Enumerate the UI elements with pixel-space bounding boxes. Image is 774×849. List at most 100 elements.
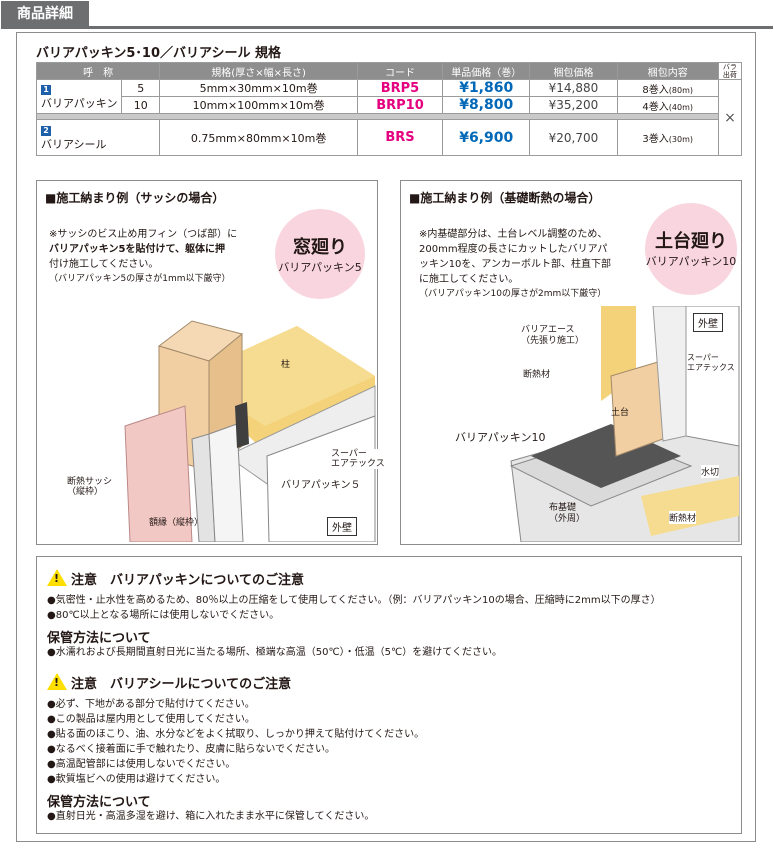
warning-icon: ! <box>47 673 67 690</box>
note-sub: （バリアパッキン5の厚さが1mm以下厳守） <box>49 274 231 284</box>
note-line: バリアパッキン5を貼付けて、躯体に押 <box>49 244 225 255</box>
pack-length: (80m) <box>668 85 694 95</box>
code-cell: BRS <box>356 119 444 156</box>
col-bulk: バラ出荷 <box>717 62 743 80</box>
badge-sub: バリアパッキン5 <box>278 261 362 274</box>
table-row: 2 バリアシール 0.75mm×80mm×10m巻 BRS ¥6,900 ¥20… <box>35 119 742 156</box>
badge-sub: バリアパッキン10 <box>645 255 737 268</box>
label-airtex: スーパー エアテックス <box>687 353 735 373</box>
foundation-badge: 土台廻り バリアパッキン10 <box>645 203 737 295</box>
note-line: 200mm程度の長さにカットしたバリアパ <box>419 244 608 255</box>
sash-diagram <box>124 320 376 542</box>
label-wall: 外壁 <box>693 313 723 332</box>
bulk-mark: × <box>717 79 743 156</box>
frame <box>124 405 193 542</box>
badge-title: 土台廻り <box>655 231 727 252</box>
packing-caution-list: ●気密性・止水性を高めるため、80％以上の圧縮をして使用してください。（例：バリ… <box>47 593 661 623</box>
col-name: 呼 称 <box>35 62 161 80</box>
pack-length: (40m) <box>668 102 694 112</box>
variant-cell: 10 <box>121 96 161 114</box>
col-pack-price: 梱包価格 <box>529 62 618 80</box>
col-price: 単品価格（巻） <box>442 62 531 80</box>
foundation-panel-title: ■施工納まり例（基礎断熱の場合） <box>409 191 601 205</box>
col-code: コード <box>356 62 444 80</box>
list-item: ●なるべく接着面に手で触れたり、皮膚に貼らないでください。 <box>47 744 336 755</box>
spec-cell: 10mm×100mm×10m巻 <box>159 96 358 114</box>
pack-length: (30m) <box>668 135 694 144</box>
price-cell: ¥1,860 <box>442 79 531 97</box>
pack-price-cell: ¥20,700 <box>529 119 618 156</box>
bottom-insulation <box>641 476 739 536</box>
label-frame: 額縁（縦枠） <box>149 518 204 528</box>
note-line: 付け施工してください。 <box>49 259 159 270</box>
window-badge: 窓廻り バリアパッキン5 <box>275 209 365 299</box>
packing-caution-heading: ! 注意 バリアパッキンについてのご注意 <box>47 569 304 588</box>
label-wall: 外壁 <box>327 517 357 536</box>
note-line: ※サッシのビス止め用フィン（つば部）に <box>49 229 238 240</box>
note-line: ※内基礎部分は、土台レベル調整のため、 <box>419 229 608 240</box>
label-pillar: 柱 <box>281 360 291 370</box>
label-flashing: 水切 <box>701 465 720 478</box>
product-number-badge: 2 <box>41 126 51 136</box>
product-cell: 2 バリアシール <box>35 119 161 156</box>
seal-caution-list: ●必ず、下地がある部分で貼付けてください。 ●この製品は屋内用として使用してくだ… <box>47 697 424 787</box>
foundation-example-panel: ■施工納まり例（基礎断熱の場合） ※内基礎部分は、土台レベル調整のため、 200… <box>400 180 742 545</box>
storage-heading-2: 保管方法について <box>47 795 151 810</box>
label-insulation-2: 断熱材 <box>669 511 697 524</box>
label-sash: 断熱サッシ （縦枠） <box>67 477 113 497</box>
list-item: ●気密性・止水性を高めるため、80％以上の圧縮をして使用してください。（例：バリ… <box>47 595 661 606</box>
col-spec: 規格(厚さ×幅×長さ) <box>159 62 358 80</box>
pack-count: 4巻入 <box>642 101 669 113</box>
label-ace: バリアエース （先張り施工） <box>521 325 585 347</box>
price-cell: ¥8,800 <box>442 96 531 114</box>
foundation-note: ※内基礎部分は、土台レベル調整のため、 200mm程度の長さにカットしたバリアパ… <box>419 227 659 302</box>
packing <box>235 402 249 448</box>
label-packing: バリアパッキン５ <box>281 476 361 491</box>
note-line: に施工してください。 <box>419 274 519 285</box>
section-rule <box>1 26 773 29</box>
badge-title: 窓廻り <box>293 237 347 258</box>
seal-caution-heading: ! 注意 バリアシールについてのご注意 <box>47 673 291 692</box>
spec-header-row: 呼 称 規格(厚さ×幅×長さ) コード 単品価格（巻） 梱包価格 梱包内容 バラ… <box>35 62 743 80</box>
sash-panel-title: ■施工納まり例（サッシの場合） <box>45 191 225 205</box>
code-cell: BRP10 <box>356 96 444 114</box>
list-item: ●軟質塩ビへの使用は避けてください。 <box>47 774 226 785</box>
table-row: 1 バリアパッキン 5 5mm×30mm×10m巻 BRP5 ¥1,860 ¥1… <box>35 79 743 156</box>
spec-title: バリアパッキン5･10／バリアシール 規格 <box>36 46 281 61</box>
pack-content-cell: 3巻入(30m) <box>616 119 719 156</box>
list-item: ●80℃以上となる場所には使用しないでください。 <box>47 610 280 621</box>
heading-text: 注意 バリアシールについてのご注意 <box>71 677 292 692</box>
label-airtex: スーパー エアテックス <box>331 449 385 469</box>
caution-panel: ! 注意 バリアパッキンについてのご注意 ●気密性・止水性を高めるため、80％以上… <box>36 556 742 834</box>
list-item: ●水濡れおよび長期間直射日光に当たる場所、極端な高温（50℃）・低温（5℃）を避… <box>47 647 502 658</box>
col-pack-content: 梱包内容 <box>616 62 719 80</box>
label-packing: バリアパッキン10 <box>455 431 546 444</box>
airtex-sheet <box>652 306 687 442</box>
sash-frame <box>191 433 216 542</box>
sash-example-panel: ■施工納まり例（サッシの場合） ※サッシのビス止め用フィン（つば部）に バリアパ… <box>36 180 385 545</box>
pack-price-cell: ¥35,200 <box>529 96 618 114</box>
pack-content-cell: 8巻入(80m) <box>616 79 719 97</box>
variant-cell: 5 <box>121 79 161 97</box>
spec-cell: 0.75mm×80mm×10m巻 <box>159 119 358 156</box>
code-cell: BRP5 <box>356 79 444 97</box>
list-item: ●貼る面のほこり、油、水分などをよく拭取り、しっかり押えて貼付けてください。 <box>47 729 425 740</box>
list-item: ●直射日光・高温多湿を避け、箱に入れたまま水平に保管してください。 <box>47 811 375 822</box>
warning-icon: ! <box>47 569 67 586</box>
pack-price-cell: ¥14,880 <box>529 79 618 97</box>
section-tab: 商品詳細 <box>1 1 89 27</box>
product-name: バリアパッキン <box>41 97 118 110</box>
list-item: ●必ず、下地がある部分で貼付けてください。 <box>47 699 255 710</box>
note-sub: （バリアパッキン10の厚さが2mm以下厳守） <box>419 289 607 299</box>
storage-heading-1: 保管方法について <box>47 631 151 646</box>
label-insulation: 断熱材 <box>523 367 551 380</box>
product-name: バリアシール <box>41 138 107 151</box>
list-item: ●高温配管部には使用しないでください。 <box>47 759 236 770</box>
pack-count: 3巻入 <box>642 134 669 145</box>
table-row: 10 10mm×100mm×10m巻 BRP10 ¥8,800 ¥35,200 … <box>37 96 742 114</box>
pack-count: 8巻入 <box>642 84 669 96</box>
label-sill: 土台 <box>611 408 630 418</box>
pack-content-cell: 4巻入(40m) <box>616 96 719 114</box>
heading-text: 注意 バリアパッキンについてのご注意 <box>71 573 304 588</box>
product-number-badge: 1 <box>41 85 51 95</box>
